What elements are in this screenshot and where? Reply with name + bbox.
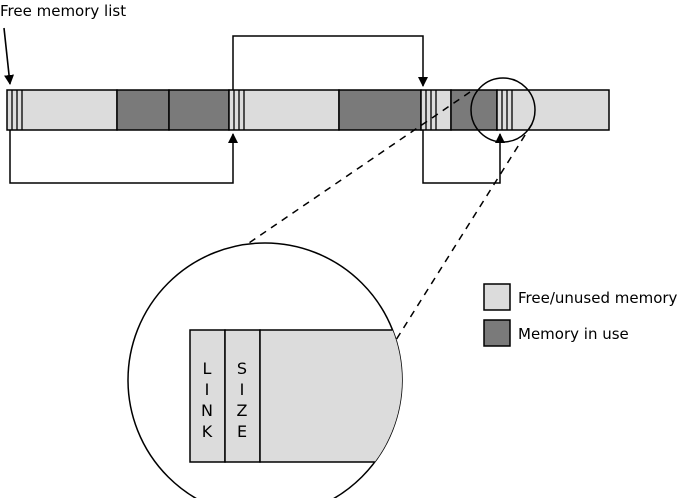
link-arrow-1 [9,130,238,184]
free-block [6,89,118,131]
free-block-data [259,329,402,463]
link-field-label: L I N K [201,359,213,441]
used-block [168,89,230,131]
legend-swatch-used [483,319,511,347]
free-list-links [9,35,505,184]
svg-text:N: N [201,401,213,420]
memory-strip [6,89,610,131]
svg-text:Z: Z [237,401,248,420]
svg-text:I: I [240,380,245,399]
block-header-fields [11,90,513,130]
svg-text:E: E [237,422,247,441]
legend-swatch-free [483,283,511,311]
size-field [224,329,261,463]
svg-text:L: L [203,359,212,378]
zoom-source-circle [470,77,536,143]
svg-text:I: I [205,380,210,399]
legend-label-free: Free/unused memory [518,289,678,307]
size-field-label: S I Z E [237,359,248,441]
link-arrow-2 [232,35,428,90]
svg-text:S: S [237,359,247,378]
link-arrow-3 [422,130,505,184]
used-block [116,89,170,131]
legend-label-used: Memory in use [518,325,629,343]
legend: Free/unused memory Memory in use [483,283,678,347]
svg-text:K: K [202,422,213,441]
free-memory-list-label: Free memory list [0,2,126,20]
free-list-head-arrow [3,27,15,85]
used-block [338,89,422,131]
free-block [228,89,340,131]
free-block [496,89,610,131]
